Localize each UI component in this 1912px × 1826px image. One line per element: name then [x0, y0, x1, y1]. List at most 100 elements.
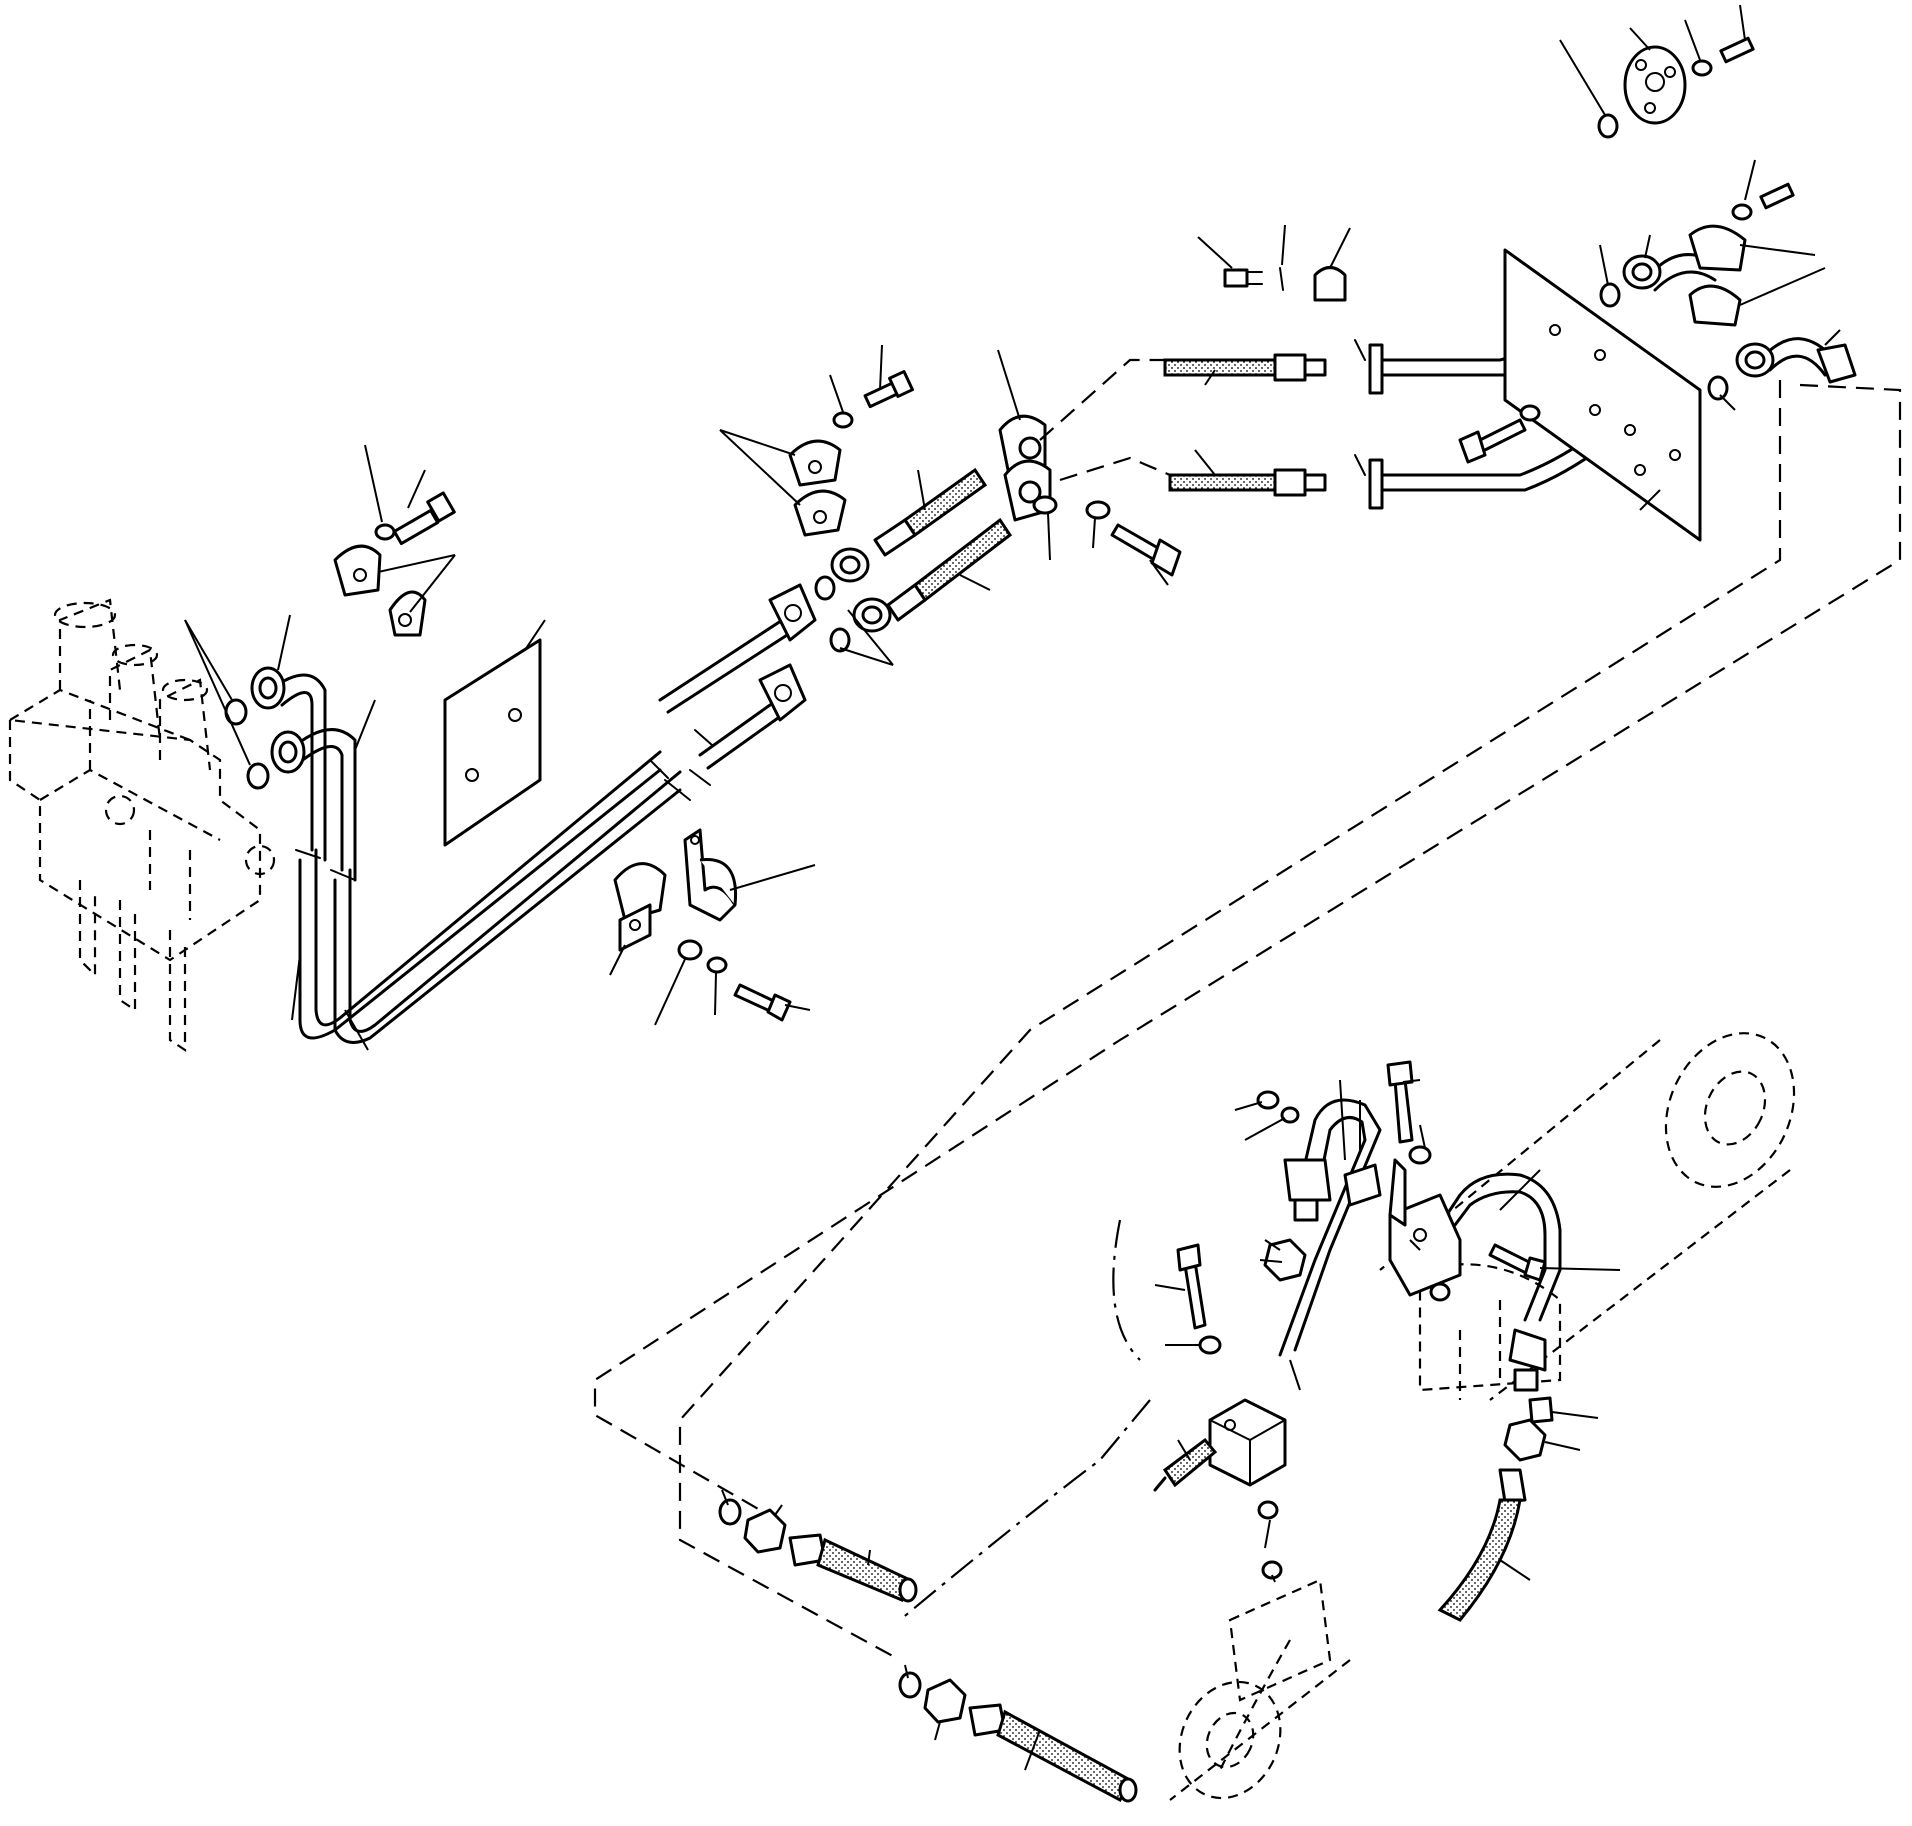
- drawing-stroke: [1150, 538, 1182, 577]
- control-valve-ghost: [8, 598, 276, 1053]
- mounting-bracket: [1388, 1158, 1462, 1297]
- drawing-stroke: [1413, 1228, 1427, 1242]
- pipe-flange: [758, 663, 807, 722]
- drawing-stroke: [861, 605, 883, 625]
- drawing-stroke: [1329, 227, 1351, 269]
- drawing-stroke: [1438, 1172, 1562, 1322]
- drawing-stroke: [867, 1549, 871, 1566]
- drawing-stroke: [1018, 436, 1042, 460]
- drawing-stroke: [280, 691, 314, 852]
- split-flange-half: [1688, 224, 1747, 272]
- drawing-stroke: [1368, 458, 1384, 510]
- drawing-stroke: [148, 830, 192, 920]
- drawing-stroke: [1594, 349, 1606, 361]
- drawing-stroke: [1523, 1256, 1547, 1282]
- bolt: [1759, 182, 1795, 210]
- junction-block: [1208, 1398, 1287, 1487]
- drawing-stroke: [184, 619, 233, 701]
- drawing-stroke: [774, 684, 792, 702]
- hex-nut: [1503, 1418, 1547, 1462]
- drawing-stroke: [1289, 1359, 1301, 1391]
- drawing-stroke: [1183, 1260, 1207, 1330]
- drawing-stroke: [683, 828, 737, 922]
- drawing-stroke: [1559, 39, 1606, 116]
- small-bolt-set: [1223, 266, 1347, 302]
- bulkhead-bolt: [1458, 404, 1541, 464]
- drawing-stroke: [1703, 1070, 1767, 1146]
- drawing-stroke: [654, 956, 687, 1026]
- drawing-stroke: [443, 638, 542, 847]
- drawing-stroke: [161, 678, 209, 702]
- drawing-stroke: [813, 510, 827, 524]
- drawing-stroke: [689, 729, 713, 786]
- drawing-stroke: [1278, 1116, 1367, 1357]
- drawing-stroke: [1508, 1328, 1547, 1372]
- drawing-stroke: [784, 1004, 811, 1011]
- drawing-stroke: [1343, 1163, 1382, 1207]
- drawing-stroke: [1177, 1439, 1191, 1461]
- drawing-stroke: [649, 759, 691, 801]
- drawing-stroke: [629, 919, 641, 931]
- drawing-stroke: [1163, 358, 1277, 377]
- drawing-stroke: [699, 858, 738, 906]
- drawing-stroke: [1223, 268, 1249, 288]
- drawing-stroke: [508, 708, 522, 722]
- routing-envelope-outer: [593, 358, 1902, 1511]
- drawing-stroke: [278, 740, 298, 764]
- drawing-stroke: [902, 467, 988, 538]
- drawing-stroke: [1244, 1117, 1286, 1141]
- drawing-stroke: [1402, 1079, 1421, 1083]
- drawing-stroke: [1168, 473, 1277, 492]
- drawing-stroke: [613, 862, 667, 922]
- drawing-stroke: [1153, 1476, 1167, 1492]
- drawing-stroke: [698, 703, 772, 757]
- drawing-stroke: [658, 613, 792, 702]
- drawing-stroke: [959, 574, 991, 591]
- drawing-stroke: [1653, 270, 1717, 292]
- bolt: [1719, 36, 1755, 64]
- drawing-stroke: [1589, 404, 1601, 416]
- drawing-stroke: [258, 676, 278, 700]
- washer: [1280, 1106, 1300, 1124]
- bulkhead-plate: [1503, 248, 1702, 542]
- hose-lower-left-end: [1162, 1437, 1218, 1488]
- drawing-stroke: [244, 844, 276, 876]
- drawing-stroke: [934, 1721, 941, 1741]
- o-ring: [1599, 282, 1621, 308]
- drawing-stroke: [277, 614, 291, 671]
- bolt: [392, 491, 456, 546]
- drawing-stroke: [1279, 267, 1284, 291]
- drawing-stroke: [1271, 1574, 1276, 1583]
- elbow-fitting-lower: [270, 728, 357, 882]
- washer: [1032, 495, 1058, 515]
- drawing-stroke: [1259, 1259, 1283, 1263]
- drawing-stroke: [1629, 27, 1651, 51]
- washer: [677, 939, 703, 961]
- drawing-stroke: [1234, 1101, 1263, 1111]
- o-ring: [829, 627, 851, 653]
- drawing-stroke: [1354, 339, 1366, 476]
- drawing-stroke: [53, 601, 117, 629]
- drawing-stroke: [9, 688, 191, 742]
- elbow-fitting-right-upper: [1622, 253, 1722, 292]
- spring-washer: [1085, 500, 1111, 520]
- o-ring: [718, 1498, 742, 1526]
- drawing-stroke: [1293, 1198, 1319, 1222]
- drawing-stroke: [364, 444, 383, 523]
- drawing-stroke: [1118, 1777, 1138, 1803]
- drawing-stroke: [1664, 1032, 1796, 1188]
- drawing-stroke: [997, 349, 1021, 421]
- drawing-stroke: [1209, 1419, 1286, 1486]
- drawing-stroke: [888, 370, 914, 398]
- drawing-stroke: [1281, 224, 1286, 266]
- drawing-stroke: [719, 429, 796, 456]
- drawing-stroke: [78, 880, 187, 1053]
- drawing-stroke: [1409, 1239, 1421, 1251]
- split-flange-half: [793, 489, 847, 537]
- split-flange-half: [1688, 284, 1742, 327]
- drawing-stroke: [184, 619, 251, 766]
- drawing-stroke: [1154, 1284, 1186, 1291]
- drawing-stroke: [295, 849, 356, 881]
- drawing-stroke: [1744, 350, 1766, 370]
- drawing-stroke: [886, 583, 927, 622]
